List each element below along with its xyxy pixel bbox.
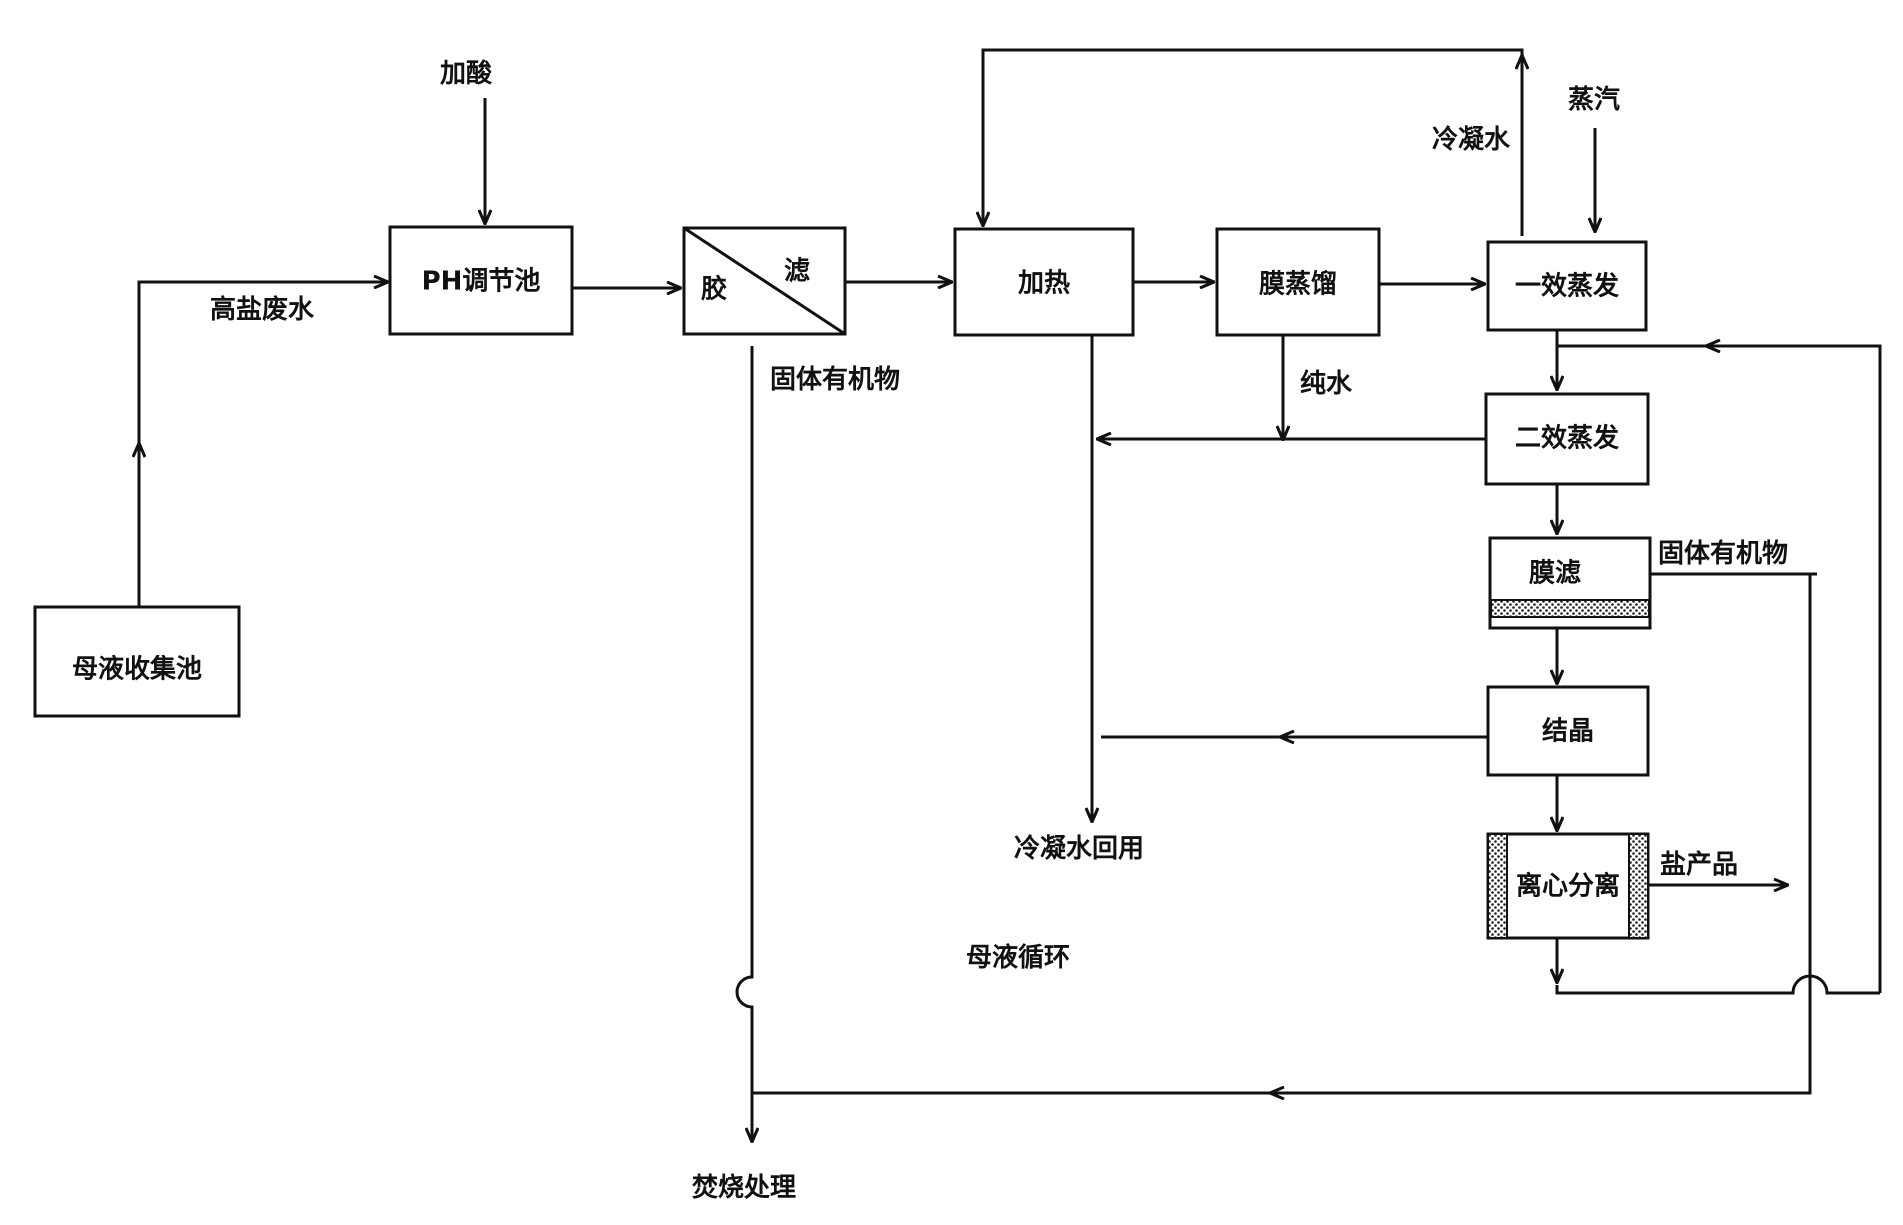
- crystal-box: [1486, 685, 1650, 777]
- membrane-filter-hatch: [1490, 599, 1650, 618]
- gel-filter-label-left: 胶: [701, 274, 727, 305]
- centrifuge-box: [1486, 832, 1650, 940]
- evap1-label: 一效蒸发: [1515, 271, 1619, 302]
- membrane-distill-box: [1215, 227, 1381, 337]
- evap2-label: 二效蒸发: [1515, 423, 1619, 454]
- mother-pool-label: 母液收集池: [72, 654, 202, 685]
- flow-mother-bottom: [1555, 974, 1880, 995]
- gel-filter-diagonal: [683, 226, 846, 336]
- ph-tank-label: PH调节池: [422, 267, 541, 297]
- label-mother-cycle: 母液循环: [966, 943, 1070, 973]
- heating-label: 加热: [1018, 269, 1070, 299]
- membrane-distill-label: 膜蒸馏: [1259, 270, 1337, 300]
- centrifuge-hatch-right: [1628, 833, 1649, 939]
- centrifuge-label: 离心分离: [1516, 871, 1620, 902]
- gel-filter-label-right: 滤: [784, 257, 810, 287]
- flow-filter-solids: [735, 346, 752, 1142]
- label-add-acid: 加酸: [440, 59, 493, 89]
- label-high-salt-water: 高盐废水: [210, 294, 315, 325]
- evap1-box: [1486, 240, 1648, 332]
- label-solid-organic-2: 固体有机物: [1658, 539, 1788, 569]
- crystal-label: 结晶: [1542, 717, 1594, 747]
- label-steam: 蒸汽: [1568, 85, 1620, 115]
- ph-tank-box: [388, 225, 574, 336]
- mother-pool-box: [33, 605, 241, 718]
- label-salt-product: 盐产品: [1660, 850, 1738, 880]
- membrane-filter-label: 膜滤: [1529, 559, 1581, 589]
- label-solid-organic-1: 固体有机物: [770, 365, 900, 395]
- label-incineration: 焚烧处理: [692, 1173, 796, 1203]
- label-condensate: 冷凝水: [1432, 124, 1511, 155]
- flow-mf-solids: [752, 572, 1817, 1095]
- label-pure-water: 纯水: [1300, 368, 1353, 399]
- centrifuge-hatch-left: [1487, 833, 1508, 939]
- flow-mother-return: [1557, 344, 1882, 993]
- label-condensate-reuse: 冷凝水回用: [1014, 833, 1144, 864]
- flow-pool-to-ph: [137, 282, 388, 607]
